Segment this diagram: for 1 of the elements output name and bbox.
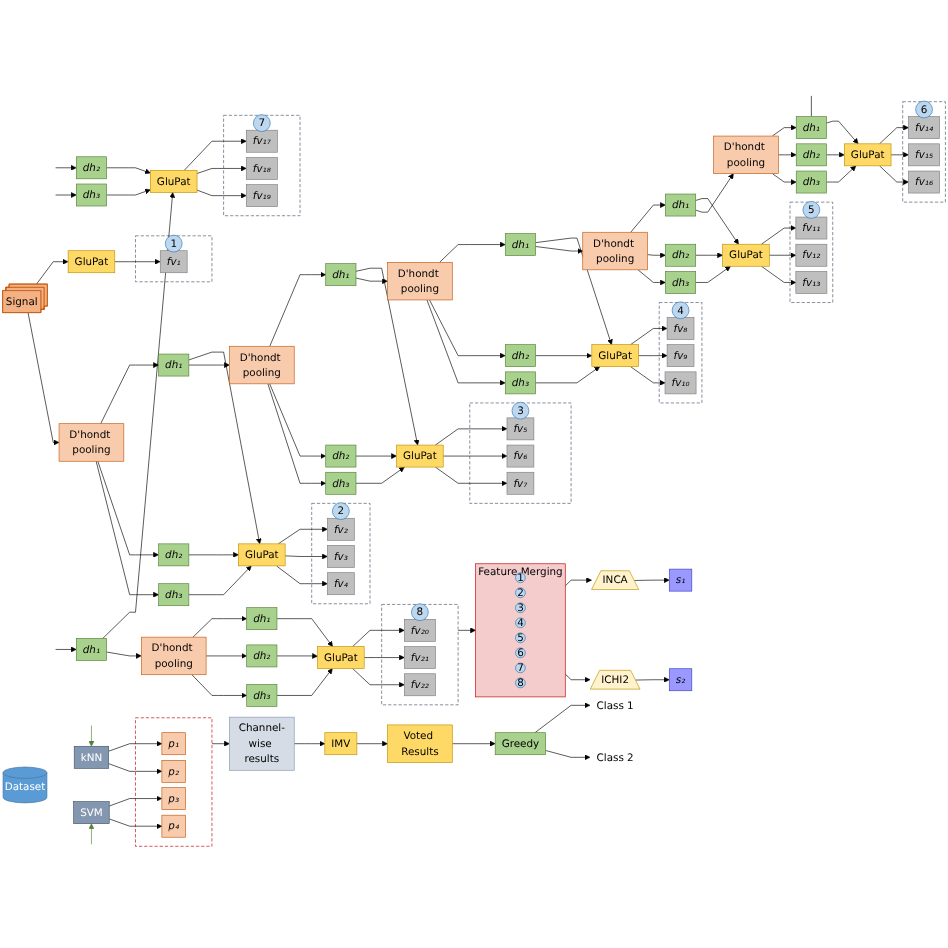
- cluster: [135, 717, 213, 847]
